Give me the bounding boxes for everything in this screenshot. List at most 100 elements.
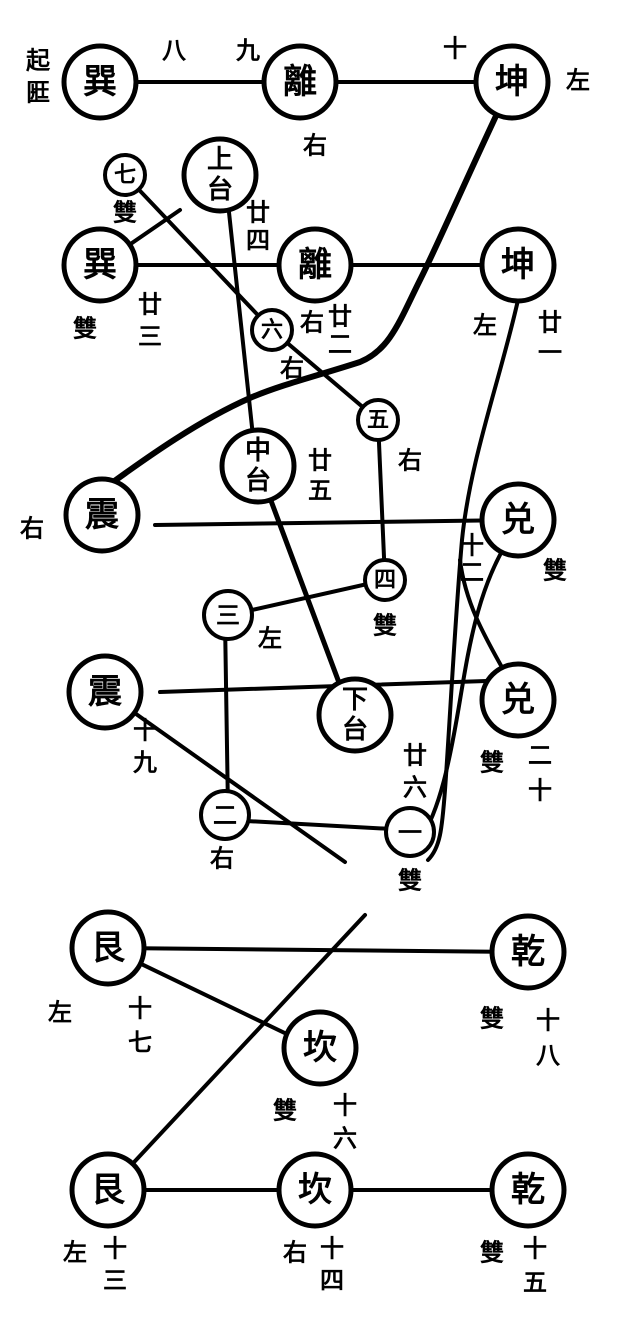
edge-liu-wu — [270, 328, 380, 422]
label-shi-san-2: 三 — [103, 1266, 127, 1295]
node-label-top: 中 — [245, 436, 271, 466]
node-label-bottom: 台 — [207, 174, 233, 205]
label-shuang-kan1: 雙 — [273, 1096, 297, 1125]
node-kun-1: 坤 — [473, 43, 551, 121]
edge-gen1-qian1 — [106, 946, 530, 954]
label-shuang-dui1: 雙 — [543, 556, 567, 585]
label-you-kan2: 右 — [283, 1238, 307, 1267]
node-label-top: 下 — [342, 685, 368, 715]
node-label-bottom: 台 — [245, 465, 271, 496]
label-qi: 起 — [25, 46, 51, 75]
label-zuo-gen1: 左 — [48, 998, 72, 1027]
node-label: 艮 — [91, 1170, 126, 1210]
label-zuo-gen2: 左 — [63, 1238, 87, 1267]
label-nian-er-1: 廿 — [328, 302, 352, 331]
label-nian-wu-1: 廿 — [308, 446, 332, 475]
node-gen-1: 艮 — [69, 909, 147, 987]
node-label: 四 — [374, 567, 396, 593]
label-zuo-san: 左 — [258, 624, 282, 653]
node-label: 五 — [367, 407, 389, 433]
label-shuang-xun2: 雙 — [73, 314, 97, 343]
node-label: 離 — [283, 62, 317, 102]
label-er-shi-1: 二 — [528, 741, 552, 770]
node-label: 三 — [216, 601, 240, 630]
edge-qi-liu — [123, 173, 274, 332]
node-xiatai: 下 台 — [316, 676, 394, 754]
node-label: 六 — [261, 317, 283, 343]
node-li-2: 離 — [276, 226, 354, 304]
label-shi-qi-2: 七 — [128, 1028, 152, 1057]
edge-zhongtai-xiatai — [255, 463, 353, 715]
label-zuo-kun2: 左 — [473, 311, 497, 340]
edge-dui1-yi — [418, 528, 517, 842]
label-nian-san-1: 廿 — [138, 290, 162, 319]
label-you-er: 右 — [210, 844, 234, 873]
label-shi-san-1: 十 — [103, 1234, 127, 1263]
label-shi-jiu-2: 九 — [132, 748, 157, 777]
label-shi-wu-1: 十 — [523, 1234, 547, 1263]
label-ba: 八 — [162, 36, 187, 65]
node-qian-2: 乾 — [489, 1151, 567, 1229]
edge-long-diagonal — [106, 913, 367, 1192]
node-qi: 七 — [103, 153, 147, 197]
edge-zhen2-diag — [103, 690, 347, 864]
annotations: 起 匨 八 九 十 左 右 雙 廿 四 雙 廿 三 右 右 廿 二 左 廿 一 … — [20, 34, 590, 1297]
node-label: 艮 — [91, 928, 126, 968]
label-nian-liu-1: 廿 — [403, 741, 427, 770]
label-shi-liu-2: 六 — [333, 1124, 357, 1153]
node-label: 一 — [398, 818, 422, 847]
node-label: 坎 — [303, 1028, 337, 1068]
edge-zhen1-dui1 — [153, 518, 517, 527]
node-zhongtai: 中 台 — [219, 427, 297, 505]
node-label: 兑 — [501, 500, 535, 540]
node-label: 乾 — [511, 932, 545, 972]
node-san: 三 — [202, 589, 254, 641]
label-shi-er-1: 十 — [460, 531, 484, 560]
label-shuang-si: 雙 — [373, 611, 397, 640]
label-shi-jiu-1: 十 — [133, 716, 157, 745]
label-shi-ba-2: 八 — [536, 1041, 561, 1070]
edge-wu-si — [376, 418, 387, 582]
edge-san-er — [223, 618, 230, 812]
label-er-shi-2: 十 — [528, 776, 552, 805]
node-li-1: 離 — [261, 43, 339, 121]
label-you-zhen1: 右 — [20, 514, 44, 543]
edge-kun2-yi — [426, 298, 520, 862]
label-shi-wu-2: 五 — [523, 1268, 547, 1297]
node-shangtai: 上 台 — [181, 136, 259, 214]
node-label-top: 上 — [207, 145, 233, 175]
node-dui-2: 兑 — [479, 661, 557, 739]
label-shuang-qian2: 雙 — [480, 1238, 504, 1267]
label-shi-er-2: 二 — [460, 558, 484, 587]
label-shi-qi-1: 十 — [128, 994, 152, 1023]
node-zhen-1: 震 — [63, 476, 141, 554]
node-label: 七 — [114, 162, 136, 188]
node-qian-1: 乾 — [489, 913, 567, 991]
label-shuang-qian1: 雙 — [480, 1004, 504, 1033]
label-nian-wu-2: 五 — [308, 476, 332, 505]
node-xun-1: 巽 — [61, 43, 139, 121]
label-shuang-yi: 雙 — [398, 866, 422, 895]
node-label: 震 — [85, 495, 120, 535]
label-shi: 十 — [443, 34, 467, 63]
label-you-liu-2: 右 — [280, 354, 304, 383]
label-nian-yi-2: 一 — [538, 338, 562, 367]
node-wu: 五 — [356, 398, 400, 442]
edge-shangtai-zhongtai — [223, 173, 257, 457]
node-label: 坤 — [495, 62, 529, 102]
node-label: 乾 — [511, 1170, 545, 1210]
label-shi-si-2: 四 — [320, 1266, 344, 1295]
node-si: 四 — [363, 558, 407, 602]
node-zhen-2: 震 — [66, 653, 144, 731]
node-gen-2: 艮 — [69, 1151, 147, 1229]
label-shi-si-1: 十 — [320, 1234, 344, 1263]
label-shi-ba-1: 十 — [536, 1006, 560, 1035]
label-you-wu: 右 — [398, 446, 422, 475]
node-label: 巽 — [83, 245, 117, 285]
node-label: 巽 — [83, 62, 117, 102]
node-label: 離 — [298, 245, 332, 285]
label-shuang-dui2: 雙 — [480, 748, 504, 777]
node-xun-2: 巽 — [61, 226, 139, 304]
node-kun-2: 坤 — [479, 226, 557, 304]
